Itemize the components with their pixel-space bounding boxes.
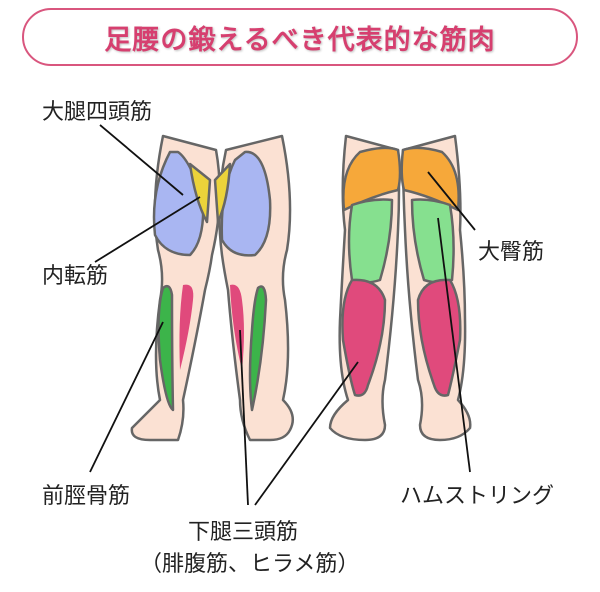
label-tibialis: 前脛骨筋 — [42, 484, 131, 509]
label-triceps-surae-sub: （腓腹筋、ヒラメ筋） — [140, 552, 360, 577]
leader-gluteus — [427, 171, 476, 231]
hamstring-left — [347, 198, 394, 284]
label-quadriceps: 大腿四頭筋 — [42, 100, 153, 125]
adductor-right — [213, 162, 232, 224]
tibialis-right — [248, 285, 268, 412]
label-gluteus: 大臀筋 — [478, 240, 545, 265]
leader-quadriceps — [99, 124, 184, 196]
front-legs — [130, 134, 295, 442]
leader-calf-front — [239, 329, 249, 506]
leader-calf-back — [254, 361, 359, 506]
adductor-left — [188, 162, 212, 224]
leader-tibialis — [89, 321, 164, 473]
leader-adductor — [94, 196, 201, 263]
calf-front-left — [179, 284, 194, 370]
calf-back-left — [341, 278, 387, 397]
gluteus-right — [400, 146, 460, 212]
label-adductor: 内転筋 — [42, 264, 109, 289]
label-hamstring: ハムストリング — [400, 484, 555, 509]
diagram-title: 足腰の鍛えるべき代表的な筋肉 — [104, 24, 496, 56]
leader-lines — [89, 124, 476, 506]
gluteus-left — [342, 146, 402, 212]
leader-hamstring — [437, 217, 471, 473]
label-triceps-surae: 下腿三頭筋 — [188, 520, 299, 545]
title-banner: 足腰の鍛えるべき代表的な筋肉 — [22, 8, 578, 66]
